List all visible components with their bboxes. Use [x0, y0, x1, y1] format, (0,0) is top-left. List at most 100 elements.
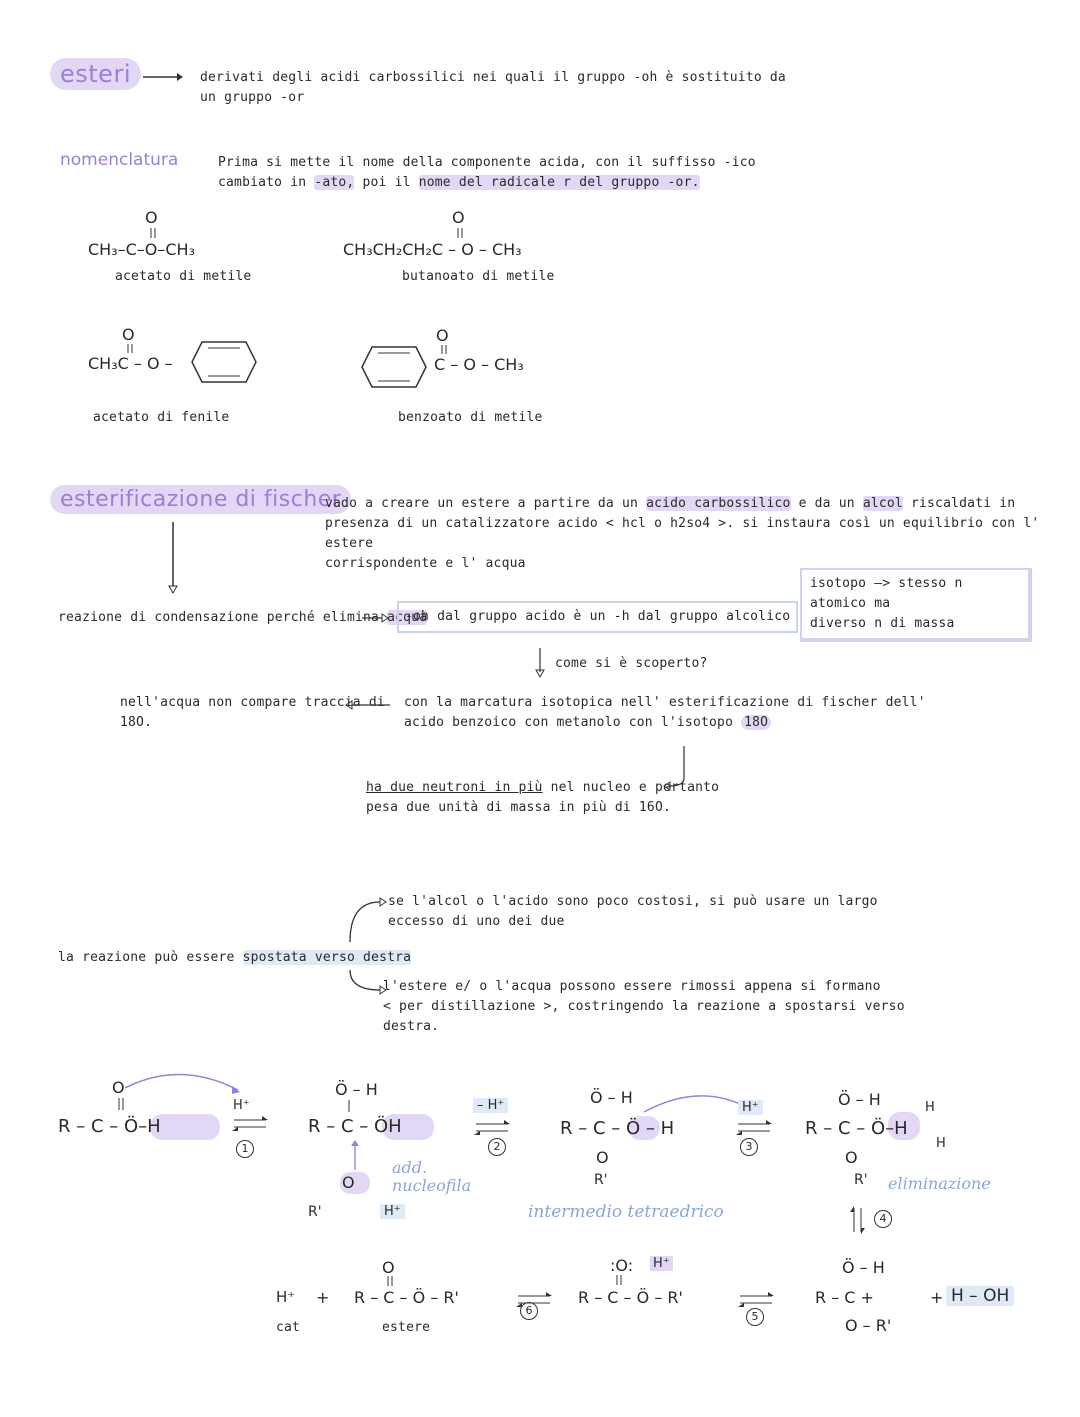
- highlight: -ato,: [314, 175, 355, 190]
- fischer-desc-line: presenza di un catalizzatore acido < hcl…: [325, 516, 1040, 551]
- neutroni-text: ha due neutroni in più nel nucleo e pert…: [366, 780, 720, 815]
- nucleophile-arrow: [351, 1140, 359, 1170]
- spostamento-opzione-1: se l'alcol o l'acido sono poco costosi, …: [388, 894, 878, 929]
- definition-line: derivati degli acidi carbossilici nei qu…: [200, 70, 786, 85]
- nucleofila-label: nucleofila: [392, 1176, 472, 1195]
- ether-oxygen: O: [845, 1148, 858, 1167]
- add-label: add.: [392, 1158, 428, 1177]
- equilibrium-arrows-icon: [474, 1120, 510, 1135]
- carbonyl-oxygen: O: [436, 326, 449, 345]
- ex4-name: benzoato di metile: [398, 410, 543, 425]
- isotopo-note: isotopo —> stesso n atomico ma diverso n…: [800, 568, 1032, 642]
- nomenclatura-line: cambiato in -ato, poi il nome del radica…: [218, 175, 700, 190]
- mech-struct-5b: O – R': [845, 1316, 892, 1335]
- carbonyl-oxygen: O: [112, 1078, 125, 1097]
- plus-sign: +: [930, 1288, 944, 1307]
- step-number: 4: [874, 1210, 892, 1228]
- step-number: 2: [488, 1138, 506, 1156]
- h-plus-removed: – H⁺: [473, 1098, 509, 1113]
- protonated-oh: Ö – H: [590, 1088, 633, 1107]
- r-prime: R': [594, 1172, 608, 1188]
- water-product: H – OH: [946, 1286, 1015, 1306]
- double-bond: [616, 1275, 622, 1285]
- down-arrow-icon: [168, 522, 178, 595]
- right-arrow-icon: [143, 73, 183, 81]
- acqua-traccia: nell'acqua non compare traccia di 18O.: [120, 695, 385, 730]
- double-bond: [441, 345, 447, 354]
- step-number: 1: [236, 1140, 254, 1158]
- ex1-formula: CH₃–C–O–CH₃: [88, 240, 195, 259]
- carbonyl-oxygen: O: [382, 1258, 395, 1277]
- highlight: nome del radicale r del gruppo -or.: [418, 175, 700, 190]
- fischer-title: esterificazione di fischer: [50, 485, 352, 514]
- h-atom: H: [936, 1136, 946, 1151]
- down-arrow-icon: [535, 648, 545, 679]
- r-prime: R': [854, 1172, 868, 1188]
- marcatura-text: con la marcatura isotopica nell' esterif…: [404, 695, 926, 730]
- alcohol-oxygen: O: [342, 1173, 355, 1192]
- come-scoperto: come si è scoperto?: [555, 656, 708, 671]
- plus-sign: +: [316, 1288, 330, 1307]
- double-bond: [457, 228, 463, 238]
- double-bond: [118, 1098, 124, 1110]
- mech-struct-5: R – C +: [815, 1288, 874, 1307]
- fischer-description: vado a creare un estere a partire da un …: [325, 494, 1080, 574]
- protonated-oh: Ö – H: [842, 1258, 885, 1277]
- esteri-definition: derivati degli acidi carbossilici nei qu…: [200, 68, 786, 108]
- double-bond: [150, 228, 156, 238]
- step-number: 5: [746, 1308, 764, 1326]
- ex3-formula: CH₃C – O –: [88, 354, 173, 373]
- double-bond: [127, 344, 133, 353]
- h-plus: H⁺: [650, 1256, 673, 1271]
- eliminazione-label: eliminazione: [888, 1174, 991, 1193]
- h-plus: H⁺: [380, 1204, 405, 1219]
- equilibrium-arrows-icon: [232, 1116, 268, 1131]
- mech-struct-6: R – C – Ö – R': [578, 1288, 683, 1307]
- mech-struct-4: R – C – Ö–H: [805, 1118, 908, 1139]
- highlight: acido carbossilico: [646, 496, 791, 511]
- r-prime: R': [308, 1204, 322, 1220]
- ex2-name: butanoato di metile: [402, 269, 555, 284]
- mech-struct-1: R – C – Ö–H: [58, 1116, 161, 1137]
- equilibrium-arrows-icon: [850, 1206, 865, 1234]
- mech-struct-7: R – C – Ö – R': [354, 1288, 459, 1307]
- cat-label: cat: [276, 1320, 301, 1335]
- h-plus: H⁺: [738, 1100, 763, 1115]
- definition-line: un gruppo -or: [200, 90, 305, 105]
- carbonyl-oxygen: O: [145, 208, 158, 227]
- catalyst-h-plus: H⁺: [276, 1288, 296, 1306]
- mech-struct-3: R – C – Ö – H: [560, 1118, 675, 1139]
- protonated-oh: Ö – H: [838, 1090, 881, 1109]
- mech-struct-2: R – C – ÖH: [308, 1116, 402, 1137]
- right-arrow-icon: [362, 613, 389, 623]
- double-bond: [387, 1276, 393, 1286]
- highlight: 18O: [741, 715, 772, 730]
- fischer-desc-line: corrispondente e l' acqua: [325, 556, 526, 571]
- h-atom: H: [925, 1100, 935, 1115]
- benzene-ring-icon: [191, 341, 257, 383]
- ex2-formula: CH₃CH₂CH₂C – O – CH₃: [343, 240, 522, 259]
- protonated-oh: Ö – H: [335, 1080, 378, 1099]
- step-number: 6: [520, 1302, 538, 1320]
- left-arrow-icon: [345, 700, 390, 710]
- protonated-carbonyl: :O:: [610, 1256, 634, 1275]
- highlight: alcol: [862, 496, 903, 511]
- nomenclatura-label: nomenclatura: [60, 150, 179, 170]
- benzene-ring-icon: [361, 346, 427, 388]
- ex3-name: acetato di fenile: [93, 410, 230, 425]
- carbonyl-oxygen: O: [122, 325, 135, 344]
- ex1-name: acetato di metile: [115, 269, 252, 284]
- carbonyl-oxygen: O: [452, 208, 465, 227]
- condensazione-box: -oh dal gruppo acido è un -h dal gruppo …: [397, 601, 799, 633]
- single-bond: [348, 1100, 350, 1112]
- equilibrium-arrows-icon: [738, 1292, 774, 1307]
- ether-oxygen: O: [596, 1148, 609, 1167]
- curved-arrow-icon: [663, 746, 685, 791]
- nomenclatura-line: Prima si mette il nome della componente …: [218, 155, 756, 170]
- fischer-desc-line: vado a creare un estere a partire da un …: [325, 496, 1016, 511]
- intermedio-label: intermedio tetraedrico: [528, 1202, 724, 1222]
- nomenclatura-text: Prima si mette il nome della componente …: [218, 153, 756, 193]
- estere-label: estere: [382, 1320, 431, 1335]
- proton-attack-arrow: [124, 1073, 240, 1094]
- esteri-title: esteri: [50, 58, 141, 90]
